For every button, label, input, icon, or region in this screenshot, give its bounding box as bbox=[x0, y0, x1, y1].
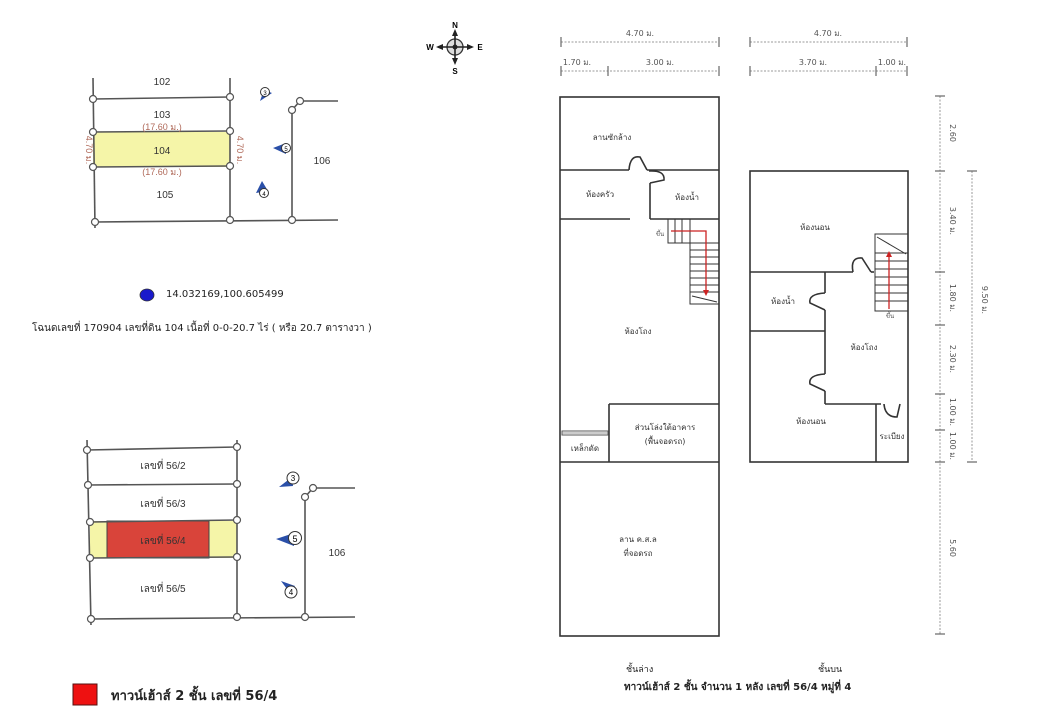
room-note: (พื้นจอดรถ) bbox=[645, 435, 686, 446]
room-note: ที่จอดรถ bbox=[623, 547, 652, 558]
deed-description: โฉนดเลขที่ 170904 เลขที่ดิน 104 เนื้อที่… bbox=[32, 323, 372, 334]
room-label: ห้องโถง bbox=[624, 326, 651, 336]
dim-part: 3.70 ม. bbox=[799, 58, 827, 67]
dim-side: 3.40 ม. bbox=[948, 207, 957, 235]
dimension-length: (17.60 ม.) bbox=[142, 167, 181, 177]
lot-label-subject: เลขที่ 56/4 bbox=[140, 533, 186, 547]
lot-104-highlight bbox=[93, 132, 230, 167]
room-label: ลาน ค.ส.ล bbox=[619, 535, 657, 544]
room-label: เหล็กดัด bbox=[571, 443, 599, 453]
compass-icon: N S W E bbox=[426, 21, 483, 76]
dim-side: 1.00 ม. bbox=[948, 432, 957, 460]
dimension-width: 4.70 ม. bbox=[235, 136, 245, 164]
stair-up-label: ขึ้น bbox=[656, 228, 664, 238]
dimensions-side: 2.60 3.40 ม. 1.80 ม. 2.30 ม. 1.00 ม. 1.0… bbox=[935, 95, 989, 635]
room-label: ห้องโถง bbox=[850, 342, 877, 352]
svg-text:5: 5 bbox=[292, 534, 297, 544]
upper-floor-plan: ห้องนอน ห้องน้ำ ขึ้น ห้องโถง ห้องนอน ระเ… bbox=[749, 170, 909, 463]
photo-marker-icon: 3 bbox=[260, 87, 272, 101]
dimensions-top-ground: 4.70 ม. 1.70 ม. 3.00 ม. bbox=[560, 29, 720, 76]
lot-label: เลขที่ 56/5 bbox=[140, 581, 186, 595]
dim-part: 1.70 ม. bbox=[563, 58, 591, 67]
lot-label: 106 bbox=[329, 548, 346, 559]
dim-total: 4.70 ม. bbox=[814, 29, 842, 38]
floor-plan-title: ทาวน์เฮ้าส์ 2 ชั้น จำนวน 1 หลัง เลขที่ 5… bbox=[624, 682, 852, 693]
ground-floor-plan: ลานซักล้าง ห้องครัว ห้องน้ำ ขึ้น ห้องโถง… bbox=[559, 96, 720, 637]
dim-total: 4.70 ม. bbox=[626, 29, 654, 38]
stair-direction-arrow bbox=[671, 230, 707, 293]
legend-label: ทาวน์เฮ้าส์ 2 ชั้น เลขที่ 56/4 bbox=[111, 689, 278, 704]
svg-text:4: 4 bbox=[289, 588, 294, 597]
ground-floor-caption: ชั้นล่าง bbox=[626, 665, 654, 675]
dim-side: 5.60 bbox=[948, 539, 957, 557]
compass-east: E bbox=[477, 43, 483, 52]
dim-side: 1.80 ม. bbox=[948, 284, 957, 312]
dim-part: 3.00 ม. bbox=[646, 58, 674, 67]
dim-side: 1.00 ม. bbox=[948, 398, 957, 426]
svg-text:3: 3 bbox=[291, 474, 296, 483]
coordinates-text: 14.032169,100.605499 bbox=[166, 289, 284, 300]
compass-south: S bbox=[452, 67, 458, 76]
lot-label: 102 bbox=[154, 77, 171, 88]
dim-part: 1.00 ม. bbox=[878, 58, 906, 67]
lot-label: เลขที่ 56/2 bbox=[140, 458, 186, 472]
dimension-length: (17.60 ม.) bbox=[142, 122, 181, 132]
lot-label: 106 bbox=[314, 156, 331, 167]
room-label: ห้องน้ำ bbox=[771, 295, 795, 306]
legend-swatch bbox=[72, 683, 98, 706]
photo-marker-icon: 4 bbox=[281, 581, 298, 599]
site-plan-bottom: เลขที่ 56/2 เลขที่ 56/3 เลขที่ 56/4 เลขท… bbox=[82, 439, 356, 626]
photo-marker-icon: 4 bbox=[256, 181, 269, 198]
dimensions-top-upper: 4.70 ม. 3.70 ม. 1.00 ม. bbox=[749, 29, 908, 76]
room-label: ลานซักล้าง bbox=[593, 133, 632, 142]
room-label: ระเบียง bbox=[880, 432, 905, 441]
lot-label: 103 bbox=[154, 110, 171, 121]
room-label: ห้องนอน bbox=[796, 417, 826, 426]
room-label: ส่วนโล่งใต้อาคาร bbox=[635, 422, 696, 432]
dim-side: 2.60 bbox=[948, 124, 957, 142]
photo-marker-icon: 5 bbox=[273, 143, 291, 154]
dimension-width: 4.70 ม. bbox=[84, 136, 94, 164]
dim-side: 2.30 ม. bbox=[948, 345, 957, 373]
lot-label: 105 bbox=[157, 190, 174, 201]
site-plan-top: 102 103 104 105 106 (17.60 ม.) (17.60 ม.… bbox=[84, 77, 339, 229]
room-label: ห้องครัว bbox=[586, 190, 614, 199]
subject-building bbox=[106, 520, 210, 559]
photo-marker-icon: 5 bbox=[276, 531, 302, 546]
lot-label: เลขที่ 56/3 bbox=[140, 496, 186, 510]
photo-marker-icon: 3 bbox=[279, 471, 300, 487]
svg-text:5: 5 bbox=[284, 147, 288, 153]
room-label: ห้องนอน bbox=[800, 223, 830, 232]
compass-north: N bbox=[452, 21, 458, 30]
compass-west: W bbox=[426, 43, 434, 52]
svg-text:3: 3 bbox=[263, 91, 267, 97]
dim-side-total: 9.50 ม. bbox=[980, 286, 989, 314]
room-label: ห้องน้ำ bbox=[675, 191, 699, 202]
upper-floor-caption: ชั้นบน bbox=[818, 665, 843, 675]
gps-marker-icon bbox=[139, 288, 155, 302]
svg-text:4: 4 bbox=[262, 192, 266, 198]
stair-up-label: ขึ้น bbox=[886, 310, 894, 320]
lot-label-subject: 104 bbox=[154, 146, 171, 157]
